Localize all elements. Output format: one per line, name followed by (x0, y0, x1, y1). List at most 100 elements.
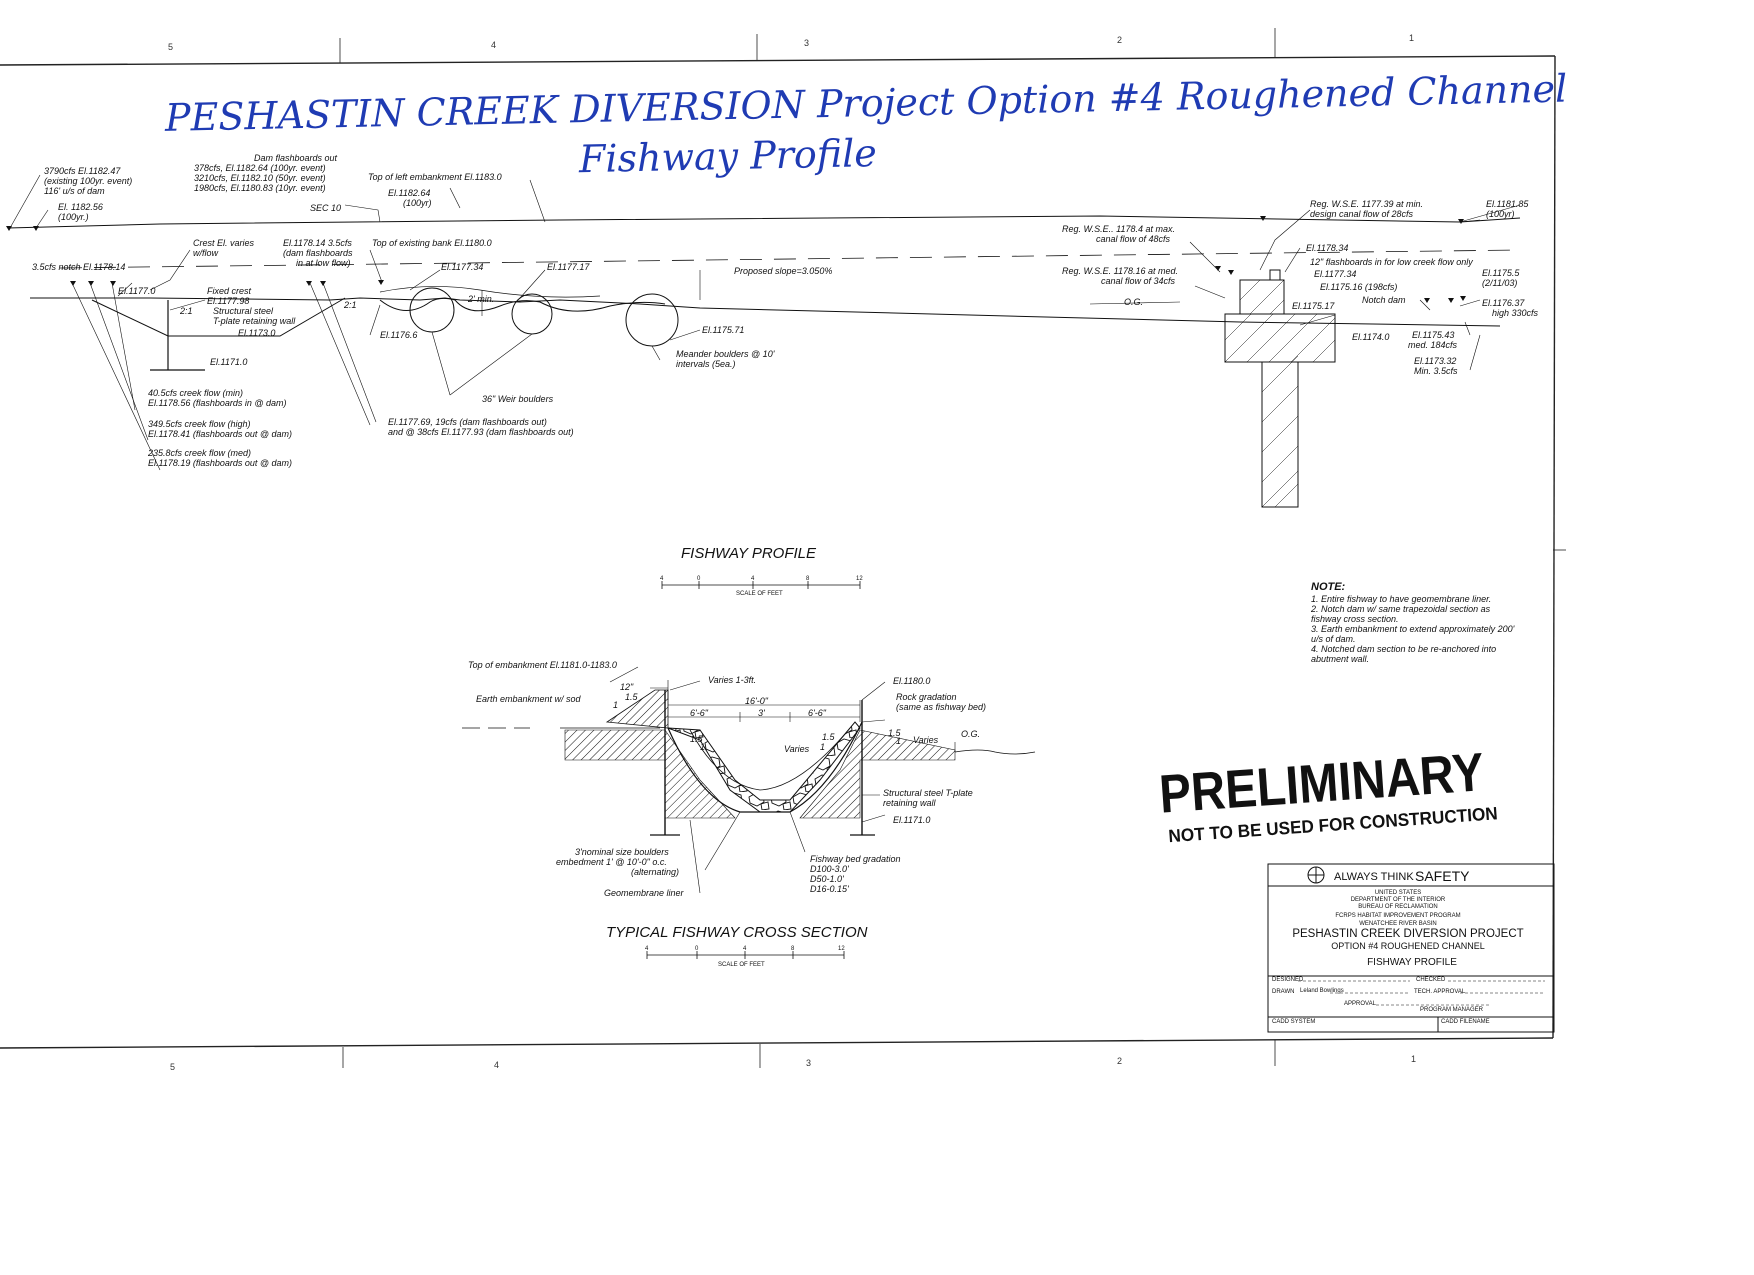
profile-label: (2/11/03) (1482, 278, 1517, 288)
section-label: Fishway bed gradation (810, 854, 901, 864)
profile-label: canal flow of 34cfs (1101, 276, 1176, 286)
section-label: O.G. (961, 729, 980, 739)
section-label: 12" (620, 682, 634, 692)
zone-number: 3 (804, 38, 809, 48)
profile-label: O.G. (1124, 297, 1143, 307)
profile-label: 378cfs, El.1182.64 (100yr. event) (194, 163, 326, 173)
profile-label: SEC 10 (310, 203, 341, 213)
zone-number: 5 (170, 1062, 175, 1072)
profile-label: w/flow (193, 248, 219, 258)
profile-label: El.1175.16 (198cfs) (1320, 282, 1397, 292)
preliminary-stamp: PRELIMINARY NOT TO BE USED FOR CONSTRUCT… (1157, 742, 1498, 846)
profile-label: El.1176.6 (380, 330, 417, 340)
section-label: 1.5 (822, 732, 836, 742)
safety-prefix: ALWAYS THINK (1334, 871, 1414, 883)
section-label: Geomembrane liner (604, 888, 685, 898)
zone-number: 3 (806, 1058, 811, 1068)
profile-label: intervals (5ea.) (676, 359, 736, 369)
profile-label: (100yr) (403, 198, 432, 208)
drawn-name: Leland Bowlings (1300, 988, 1344, 994)
title-block (1267, 863, 1555, 1033)
cadd-filename-label: CADD FILENAME (1441, 1019, 1490, 1025)
sheet-title: FISHWAY PROFILE (1367, 957, 1457, 968)
zone-number: 4 (491, 40, 496, 50)
profile-label: Reg. W.S.E.. 1178.4 at max. (1062, 224, 1175, 234)
scale-tick-label: 4 (660, 576, 664, 582)
profile-label: 3790cfs El.1182.47 (44, 166, 121, 176)
profile-label: El.1171.0 (210, 357, 247, 367)
profile-label: El.1178.19 (flashboards out @ dam) (148, 458, 292, 468)
notes: NOTE: 1. Entire fishway to have geomembr… (1310, 581, 1515, 664)
profile-label: in at low flow) (296, 258, 351, 268)
section-label: D16-0.15' (810, 884, 849, 894)
program-line: FCRPS HABITAT IMPROVEMENT PROGRAM (1335, 913, 1460, 919)
checked-label: CHECKED (1416, 977, 1446, 983)
profile-label: Top of left embankment El.1183.0 (368, 172, 502, 182)
profile-label: El.1177.69, 19cfs (dam flashboards out) (388, 417, 547, 427)
note-item: 1. Entire fishway to have geomembrane li… (1311, 594, 1491, 604)
section-label: Varies (784, 744, 810, 754)
scale-label: SCALE OF FEET (736, 591, 783, 597)
section-label: 1.5 (690, 734, 704, 744)
scale-tick-label: 8 (806, 576, 810, 582)
zone-number: 2 (1117, 1056, 1122, 1066)
profile-label: 116' u/s of dam (44, 186, 105, 196)
fishway-profile (6, 174, 1521, 508)
note-item: 2. Notch dam w/ same trapezoidal section… (1310, 604, 1491, 614)
profile-label: Notch dam (1362, 295, 1406, 305)
cross-section-scale-bar (646, 951, 845, 959)
section-label: Varies (913, 735, 939, 745)
note-item: u/s of dam. (1311, 634, 1356, 644)
profile-label: El.1177.34 (1314, 269, 1356, 279)
section-label: Rock gradation (896, 692, 957, 702)
profile-label: high 330cfs (1492, 308, 1539, 318)
profile-scale-bar (661, 581, 861, 589)
scale-tick-label: 8 (791, 946, 795, 952)
profile-label: (dam flashboards (283, 248, 353, 258)
note-item: 3. Earth embankment to extend approximat… (1311, 624, 1515, 634)
basin-line: WENATCHEE RIVER BASIN (1359, 921, 1437, 927)
drawn-label: DRAWN (1272, 989, 1294, 995)
profile-label: (100yr) (1486, 209, 1515, 219)
profile-label: 12" flashboards in for low creek flow on… (1310, 257, 1473, 267)
profile-label: El.1176.37 (1482, 298, 1525, 308)
section-label: 1 (896, 736, 901, 746)
profile-label: 235.8cfs creek flow (med) (147, 448, 251, 458)
profile-label: Proposed slope=3.050% (734, 266, 832, 276)
safety-word: SAFETY (1415, 868, 1470, 884)
scale-tick-label: 12 (856, 576, 863, 582)
profile-label: design canal flow of 28cfs (1310, 209, 1414, 219)
sheet-border (0, 28, 1566, 1068)
designed-label: DESIGNED (1272, 977, 1304, 983)
profile-label: 3210cfs, El.1182.10 (50yr. event) (194, 173, 326, 183)
profile-label: med. 184cfs (1408, 340, 1458, 350)
section-label: El.1180.0 (893, 676, 930, 686)
section-label: D50-1.0' (810, 874, 844, 884)
section-label: Top of embankment El.1181.0-1183.0 (468, 660, 617, 670)
agency-line: BUREAU OF RECLAMATION (1358, 904, 1438, 910)
profile-label: Meander boulders @ 10' (676, 349, 775, 359)
zone-numbers-top: 5 4 3 2 1 (168, 33, 1414, 52)
scale-tick-label: 4 (743, 946, 747, 952)
title-block-text: ALWAYS THINK SAFETY UNITED STATES DEPART… (1272, 868, 1524, 1025)
section-label: El.1171.0 (893, 815, 930, 825)
profile-label: canal flow of 48cfs (1096, 234, 1171, 244)
cross-section-scale-ticks: 4 0 4 8 12 SCALE OF FEET (645, 946, 845, 968)
profile-label: El.1181.85 (1486, 199, 1529, 209)
note-item: abutment wall. (1311, 654, 1369, 664)
profile-label: El.1177.98 (207, 296, 249, 306)
scale-label: SCALE OF FEET (718, 962, 765, 968)
profile-label: T-plate retaining wall (213, 316, 296, 326)
profile-label: El.1182.64 (388, 188, 430, 198)
agency-line: DEPARTMENT OF THE INTERIOR (1351, 897, 1446, 903)
section-label: Structural steel T-plate (883, 788, 973, 798)
note-item: fishway cross section. (1311, 614, 1399, 624)
section-label: retaining wall (883, 798, 937, 808)
section-label: 6'-6" (808, 708, 827, 718)
tech-approval-label: TECH. APPROVAL (1414, 989, 1466, 995)
scale-tick-label: 0 (695, 946, 699, 952)
section-label: 3'nominal size boulders (575, 847, 669, 857)
profile-label: 2:1 (179, 306, 193, 316)
profile-label: El.1177.34 (441, 262, 483, 272)
scale-tick-label: 4 (751, 576, 755, 582)
